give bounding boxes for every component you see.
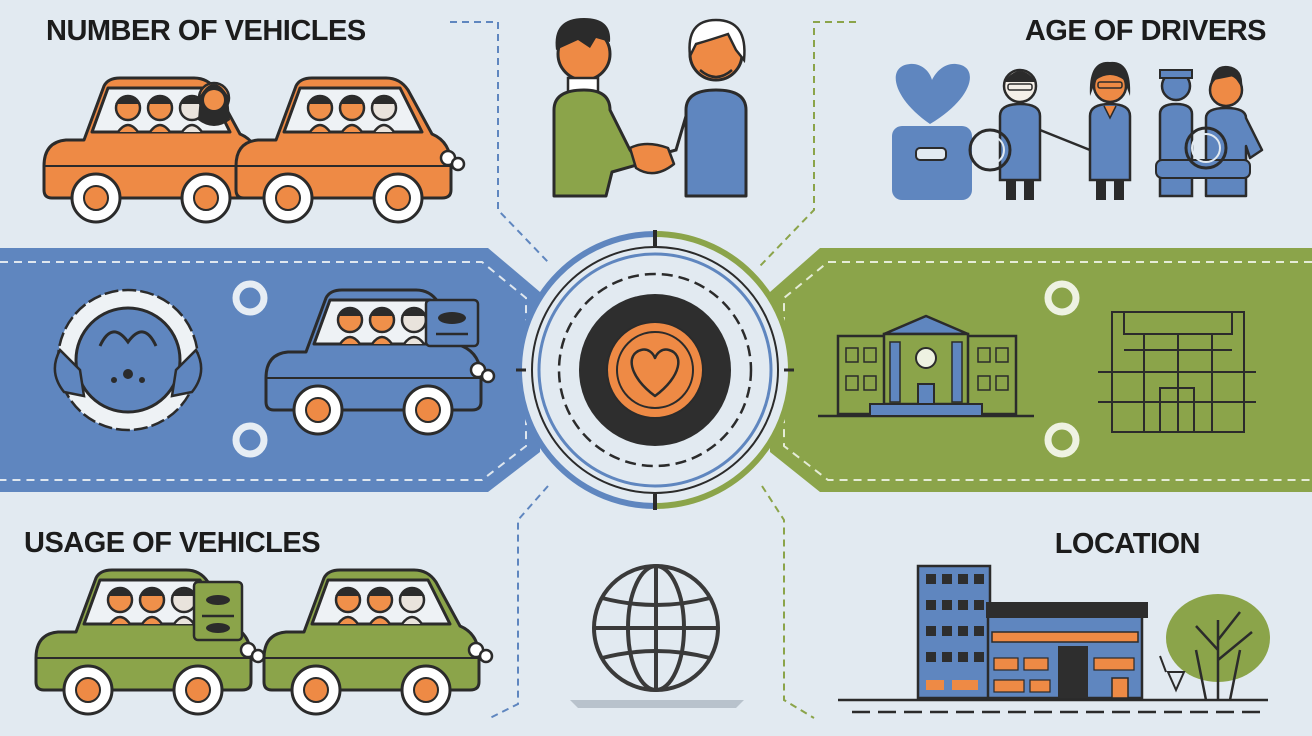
heart-icon [630, 348, 680, 398]
gear-face-icon [53, 288, 203, 432]
car-green-2-icon [262, 568, 494, 716]
label-age-of-drivers: AGE OF DRIVERS [1024, 15, 1267, 47]
label-usage-of-vehicles: USAGE OF VEHICLES [24, 527, 321, 559]
tree-icon [1159, 594, 1270, 701]
courthouse-icon [818, 314, 1034, 418]
cargo-box-icon [192, 580, 244, 642]
speech-box-icon [424, 298, 480, 348]
hub [516, 230, 794, 510]
car-orange-2-icon [234, 76, 466, 224]
connector-br [761, 485, 815, 719]
office-building-icon [1098, 311, 1256, 433]
connector-tl [450, 21, 549, 263]
handshake-icon [552, 18, 748, 198]
drivers-group-icon [892, 61, 1264, 200]
label-location: LOCATION [1054, 528, 1201, 560]
connector-bl [489, 485, 549, 719]
globe-base [570, 700, 744, 708]
green-band-contents [818, 280, 1256, 458]
label-number-of-vehicles: NUMBER OF VEHICLES [46, 15, 366, 47]
connector-tr [759, 21, 856, 267]
bearded-man-icon [197, 81, 231, 126]
blue-band-contents [53, 280, 496, 458]
car-orange-1-icon [42, 76, 274, 224]
globe-icon [592, 564, 720, 692]
city-buildings-icon [838, 564, 1268, 714]
